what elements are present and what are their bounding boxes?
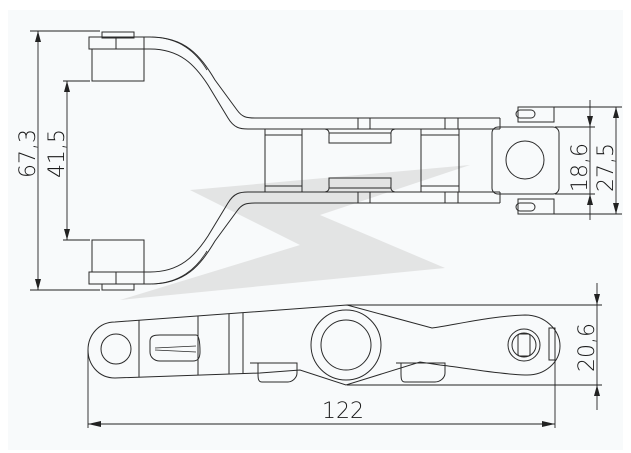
dimension-lines xyxy=(30,30,622,428)
dimension-labels: 67,3 41,5 18,6 27,5 20,6 122 xyxy=(16,129,619,424)
dim-label-41-5: 41,5 xyxy=(45,129,70,178)
dim-label-20-6: 20,6 xyxy=(575,323,600,372)
dim-label-122: 122 xyxy=(322,399,364,424)
dim-label-18-6: 18,6 xyxy=(568,143,593,192)
watermark-logo xyxy=(120,165,470,300)
side-view xyxy=(87,304,561,386)
dim-label-27-5: 27,5 xyxy=(594,143,619,192)
top-view xyxy=(88,31,560,291)
dim-label-67-3: 67,3 xyxy=(16,129,41,178)
